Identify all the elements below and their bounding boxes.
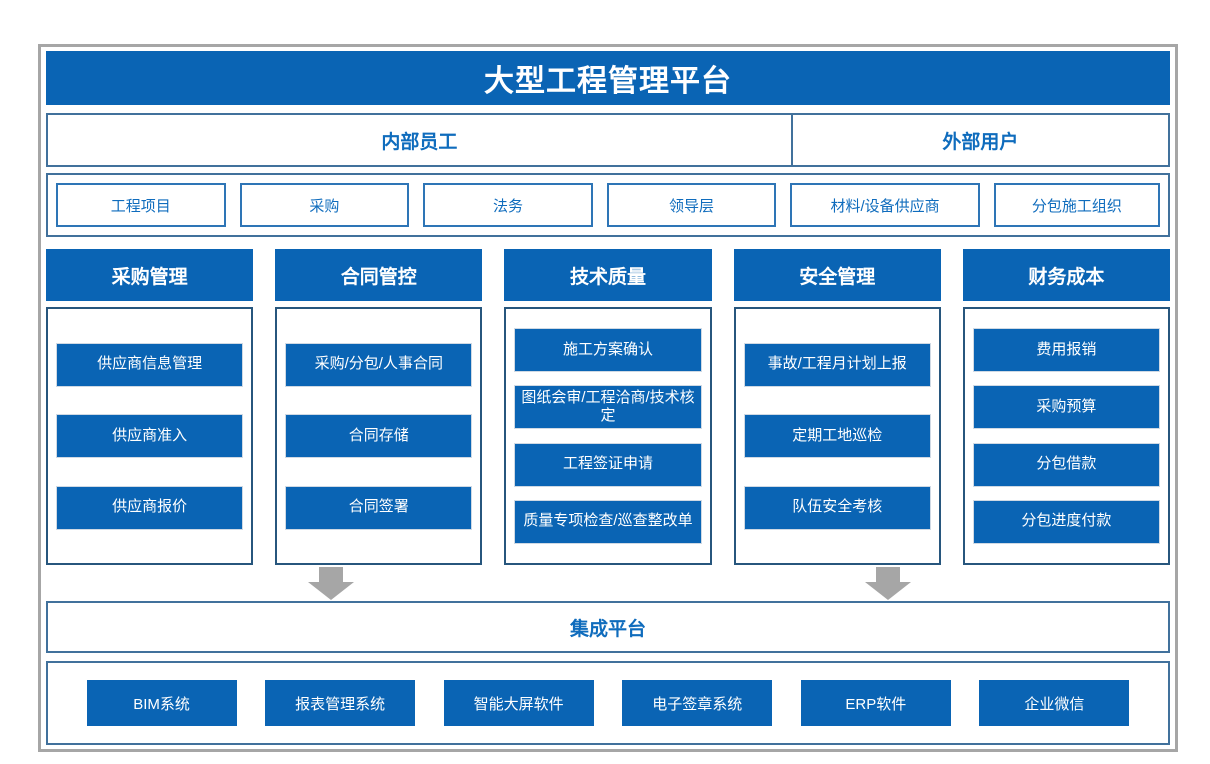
- module-item[interactable]: 合同签署: [285, 485, 473, 530]
- module-item[interactable]: 分包进度付款: [972, 499, 1160, 544]
- arrow-row: [46, 565, 1170, 601]
- module-technical-quality: 技术质量 施工方案确认 图纸会审/工程洽商/技术核定 工程签证申请 质量专项检查…: [504, 249, 712, 565]
- module-box: 采购/分包/人事合同 合同存储 合同签署: [275, 307, 483, 565]
- role-legal[interactable]: 法务: [423, 183, 593, 227]
- down-arrow-icon: [864, 567, 911, 600]
- roles-row: 工程项目 采购 法务 领导层 材料/设备供应商 分包施工组织: [46, 173, 1170, 237]
- module-header: 财务成本: [962, 249, 1170, 301]
- role-procurement[interactable]: 采购: [239, 183, 410, 227]
- integration-platform-band: 集成平台: [46, 601, 1170, 653]
- down-arrow-icon: [308, 567, 355, 600]
- module-item[interactable]: 质量专项检查/巡查整改单: [514, 499, 702, 544]
- user-groups-row: 内部员工 外部用户: [46, 113, 1170, 167]
- module-header: 合同管控: [275, 249, 483, 301]
- system-e-signature[interactable]: 电子签章系统: [622, 680, 773, 726]
- module-finance-cost: 财务成本 费用报销 采购预算 分包借款 分包进度付款: [962, 249, 1170, 565]
- module-item[interactable]: 供应商信息管理: [56, 342, 244, 387]
- system-smart-screen[interactable]: 智能大屏软件: [443, 680, 594, 726]
- module-box: 费用报销 采购预算 分包借款 分包进度付款: [962, 307, 1170, 565]
- module-header: 安全管理: [733, 249, 941, 301]
- user-group-external: 外部用户: [942, 131, 1019, 153]
- module-box: 供应商信息管理 供应商准入 供应商报价: [46, 307, 254, 565]
- module-box: 事故/工程月计划上报 定期工地巡检 队伍安全考核: [733, 307, 941, 565]
- system-reporting[interactable]: 报表管理系统: [265, 680, 416, 726]
- module-item[interactable]: 图纸会审/工程洽商/技术核定: [514, 385, 702, 430]
- role-material-supplier[interactable]: 材料/设备供应商: [790, 183, 980, 227]
- module-item[interactable]: 事故/工程月计划上报: [743, 342, 931, 387]
- systems-row: BIM系统 报表管理系统 智能大屏软件 电子签章系统 ERP软件 企业微信: [46, 661, 1170, 745]
- module-item[interactable]: 采购/分包/人事合同: [285, 342, 473, 387]
- platform-diagram-frame: 大型工程管理平台 内部员工 外部用户 工程项目 采购 法务 领导层 材料/设备供…: [38, 44, 1178, 752]
- module-item[interactable]: 费用报销: [972, 328, 1160, 373]
- platform-title: 大型工程管理平台: [46, 51, 1170, 105]
- user-group-internal: 内部员工: [48, 115, 793, 165]
- module-item[interactable]: 施工方案确认: [514, 328, 702, 373]
- system-erp[interactable]: ERP软件: [800, 680, 951, 726]
- module-item[interactable]: 工程签证申请: [514, 442, 702, 487]
- modules-grid: 采购管理 供应商信息管理 供应商准入 供应商报价 合同管控 采购/分包/人事合同…: [46, 249, 1170, 565]
- module-header: 采购管理: [46, 249, 254, 301]
- role-project[interactable]: 工程项目: [56, 183, 226, 227]
- role-subcontractor[interactable]: 分包施工组织: [993, 183, 1161, 227]
- role-leadership[interactable]: 领导层: [606, 183, 777, 227]
- module-safety-management: 安全管理 事故/工程月计划上报 定期工地巡检 队伍安全考核: [733, 249, 941, 565]
- module-item[interactable]: 定期工地巡检: [743, 414, 931, 458]
- module-item[interactable]: 合同存储: [285, 414, 473, 458]
- system-bim[interactable]: BIM系统: [86, 680, 237, 726]
- module-item[interactable]: 供应商报价: [56, 485, 244, 530]
- module-item[interactable]: 采购预算: [972, 385, 1160, 430]
- module-procurement-management: 采购管理 供应商信息管理 供应商准入 供应商报价: [46, 249, 254, 565]
- module-box: 施工方案确认 图纸会审/工程洽商/技术核定 工程签证申请 质量专项检查/巡查整改…: [504, 307, 712, 565]
- module-item[interactable]: 分包借款: [972, 442, 1160, 487]
- module-header: 技术质量: [504, 249, 712, 301]
- system-wecom[interactable]: 企业微信: [979, 680, 1130, 726]
- module-item[interactable]: 队伍安全考核: [743, 485, 931, 530]
- module-item[interactable]: 供应商准入: [56, 414, 244, 458]
- module-contract-control: 合同管控 采购/分包/人事合同 合同存储 合同签署: [275, 249, 483, 565]
